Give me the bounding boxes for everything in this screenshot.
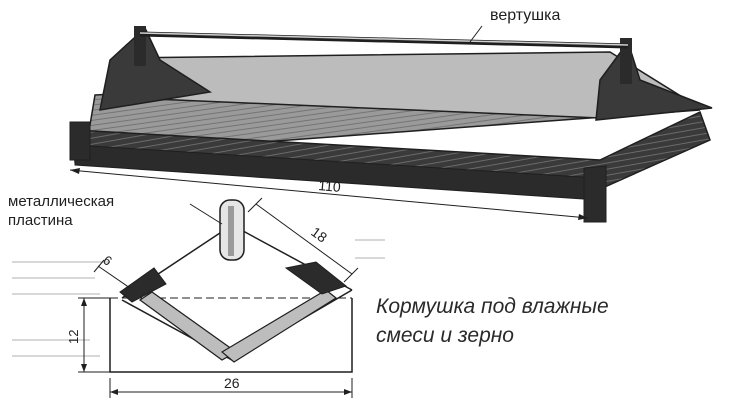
dim-length-line [69, 169, 589, 219]
metal-plate-leader [189, 203, 223, 225]
section-bevel-right [284, 261, 348, 295]
feeder-right-post [620, 38, 632, 84]
spinner-leader [469, 25, 483, 43]
section-plank-left [138, 291, 238, 361]
background-print-noise [12, 239, 385, 357]
caption-line2: смеси и зерно [376, 324, 514, 347]
feeder-cross-section [12, 197, 385, 398]
dim-slant-line [255, 203, 353, 275]
section-bevel-left [119, 267, 167, 303]
feeder-left-end-block [69, 121, 91, 161]
dim-slant-label: 18 [308, 223, 330, 245]
dim-bevel-line [97, 265, 131, 289]
caption: Кормушка под влажные смеси и зерно [376, 292, 609, 350]
spinner-label: вертушка [490, 7, 561, 24]
caption-line1: Кормушка под влажные [376, 295, 609, 318]
metal-plate-label-line1: металлическая [8, 193, 115, 210]
section-outline [109, 298, 353, 373]
metal-plate-label-line2: пластина [8, 212, 73, 229]
dim-width-label: 26 [224, 375, 240, 391]
spinner-rod [139, 31, 629, 49]
feeder-right-end-block [583, 165, 607, 223]
section-plank-right [220, 289, 338, 363]
dim-bevel-label: 6 [100, 252, 115, 268]
dim-height-label: 12 [66, 330, 81, 344]
dim-length-label: 110 [318, 177, 342, 195]
feeder-3d-view [69, 25, 713, 223]
